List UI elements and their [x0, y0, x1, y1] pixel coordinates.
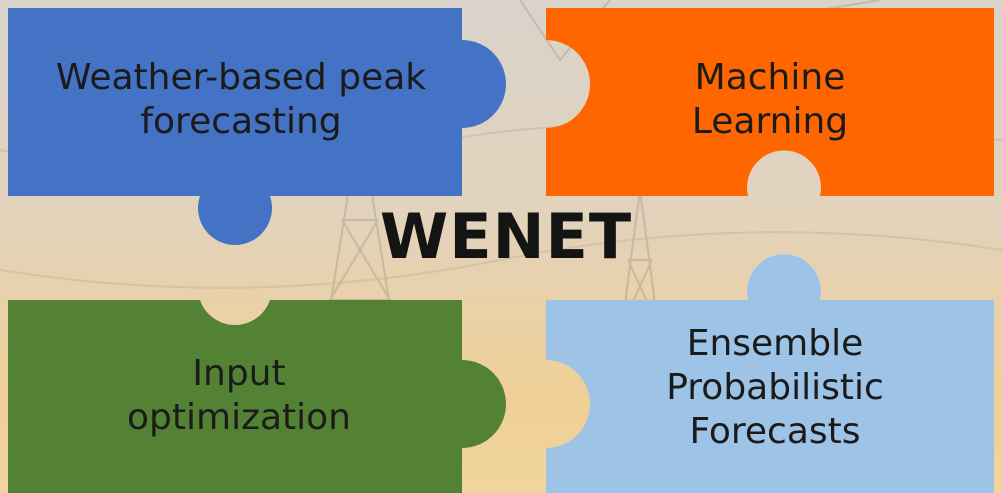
puzzle-piece-weather	[8, 8, 506, 245]
machine-learning-line-2: Learning	[691, 100, 849, 142]
puzzle-piece-ml	[546, 8, 994, 196]
ensemble-forecasts-line-2: Probabilistic	[666, 366, 884, 408]
wenet-title: WENET	[379, 200, 633, 273]
ensemble-forecasts-line-1: Ensemble	[686, 323, 864, 364]
weather-peak-line-1: Weather-based peak	[55, 57, 427, 98]
input-optimization-line-1: Input	[192, 353, 286, 394]
puzzle-piece-input	[8, 300, 506, 493]
weather-peak-label: Weather-based peak forecasting	[22, 56, 460, 144]
input-optimization-label: Input optimization	[100, 352, 378, 440]
weather-peak-line-2: forecasting	[140, 100, 342, 142]
ensemble-forecasts-label: Ensemble Probabilistic Forecasts	[640, 322, 910, 454]
puzzle-piece-ensemble	[546, 254, 994, 493]
machine-learning-line-1: Machine	[694, 57, 846, 98]
input-optimization-line-2: optimization	[127, 396, 351, 438]
ensemble-forecasts-line-3: Forecasts	[689, 410, 861, 452]
machine-learning-label: Machine Learning	[640, 56, 900, 144]
